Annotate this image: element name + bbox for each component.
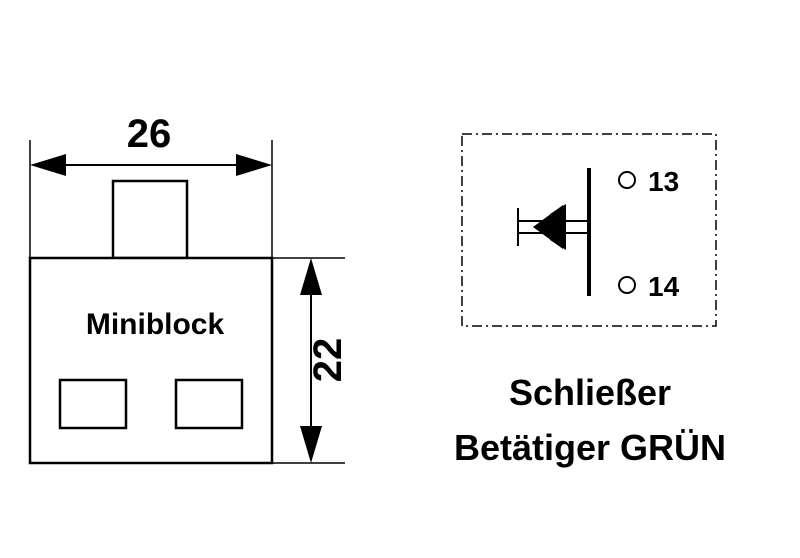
terminal-13-label: 13 bbox=[648, 166, 679, 197]
terminal-14-circle bbox=[618, 276, 636, 294]
height-arrow-top bbox=[300, 258, 322, 295]
terminal-window-right bbox=[174, 378, 244, 430]
caption-line-2: Betätiger GRÜN bbox=[454, 427, 726, 468]
width-arrow-right bbox=[236, 154, 272, 176]
terminal-window-left bbox=[58, 378, 128, 430]
height-arrow-bottom bbox=[300, 426, 322, 463]
caption-line-1: Schließer bbox=[509, 372, 671, 413]
actuator-arrow-fill bbox=[550, 204, 566, 250]
block-body bbox=[28, 256, 274, 465]
terminal-13-circle bbox=[618, 171, 636, 189]
width-dimension-label: 26 bbox=[127, 112, 172, 156]
block-label: Miniblock bbox=[86, 308, 225, 341]
schematic-enclosure bbox=[461, 133, 717, 327]
width-arrow-left bbox=[30, 154, 66, 176]
height-dimension-label: 22 bbox=[306, 338, 350, 383]
terminal-14-label: 14 bbox=[648, 271, 680, 302]
contact-schematic: 13 14 bbox=[461, 133, 717, 327]
actuator-square bbox=[111, 179, 189, 260]
miniblock-drawing: 26 Miniblock 22 bbox=[28, 112, 350, 465]
